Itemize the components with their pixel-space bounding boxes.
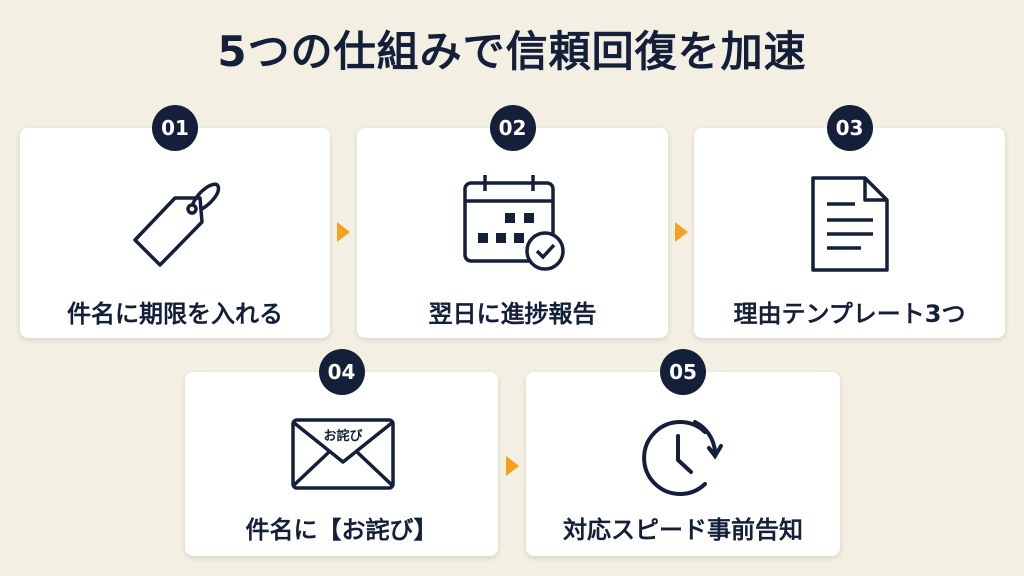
step-number-badge: 03 — [826, 105, 873, 151]
step-card-4: 04 お詫び 件名に【お詫び】 — [185, 349, 498, 556]
page-title: 5つの仕組みで信頼回復を加速 — [217, 27, 807, 76]
step-label: 翌日に進捗報告 — [428, 300, 597, 328]
step-label: 理由テンプレート3つ — [733, 300, 966, 328]
tag-icon — [133, 182, 221, 267]
step-label: 件名に期限を入れる — [67, 300, 283, 328]
step-card-2: 02 翌日に進捗報告 — [357, 105, 668, 338]
envelope-text: お詫び — [323, 428, 363, 444]
step-label: 対応スピード事前告知 — [563, 516, 803, 544]
step-card-3: 03 理由テンプレート3つ — [694, 105, 1005, 338]
envelope-icon: お詫び — [290, 418, 395, 490]
step-number-badge: 01 — [152, 105, 198, 151]
arrow-right-icon — [337, 222, 350, 242]
document-icon — [810, 176, 889, 272]
step-number-badge: 05 — [660, 349, 706, 395]
step-card-5: 05 対応スピード事前告知 — [526, 349, 840, 556]
calendar-check-icon — [462, 175, 565, 271]
step-card-1: 01 件名に期限を入れる — [20, 105, 330, 338]
arrow-right-icon — [506, 456, 519, 476]
clock-arrow-icon — [642, 420, 723, 496]
arrow-right-icon — [675, 222, 688, 242]
step-label: 件名に【お詫び】 — [245, 516, 438, 544]
step-number-badge: 02 — [489, 105, 536, 151]
step-number-badge: 04 — [318, 349, 365, 395]
